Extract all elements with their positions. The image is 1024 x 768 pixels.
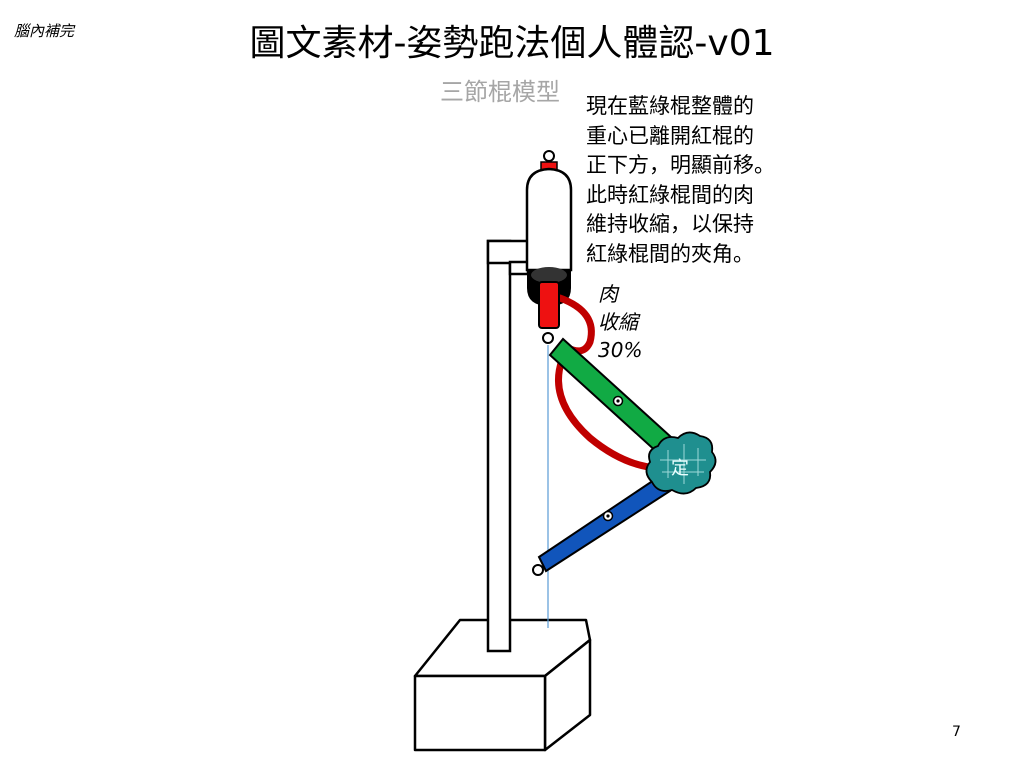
blue-rod xyxy=(537,474,672,573)
description-line: 維持收縮，以保持 xyxy=(586,212,754,236)
muscle-label-line: 肉 xyxy=(598,282,618,306)
description-line: 重心已離開紅棍的 xyxy=(586,123,754,148)
description-text: 現在藍綠棍整體的 重心已離開紅棍的 正下方，明顯前移。 此時紅綠棍間的肉 維持收… xyxy=(586,92,826,269)
description-line: 正下方，明顯前移。 xyxy=(586,153,775,177)
corner-label: 腦內補完 xyxy=(14,22,75,40)
blue-rod-end-joint xyxy=(532,564,544,576)
hanging-capsule xyxy=(525,167,573,272)
description-line: 此時紅綠棍間的肉 xyxy=(586,182,754,207)
blue-rod-marker xyxy=(602,510,614,522)
page-number: 7 xyxy=(952,724,961,740)
description-line: 現在藍綠棍整體的 xyxy=(586,94,754,118)
knot-label: 定 xyxy=(671,458,689,479)
stand-pole xyxy=(486,239,530,653)
hook-icon xyxy=(540,150,558,171)
muscle-contraction-label: 肉 收縮 30% xyxy=(598,280,642,364)
knee-knot-icon: 定 xyxy=(645,431,717,495)
muscle-label-line: 30% xyxy=(598,338,643,362)
red-rod-joint xyxy=(542,332,554,344)
muscle-label-line: 收縮 xyxy=(598,310,638,334)
muscle-lower xyxy=(555,356,662,472)
green-rod-marker xyxy=(612,395,624,407)
description-line: 紅綠棍間的夾角。 xyxy=(586,241,754,266)
red-rod xyxy=(538,281,560,329)
model-subtitle: 三節棍模型 xyxy=(440,78,560,106)
page-title: 圖文素材-姿勢跑法個人體認-v01 xyxy=(249,23,775,64)
